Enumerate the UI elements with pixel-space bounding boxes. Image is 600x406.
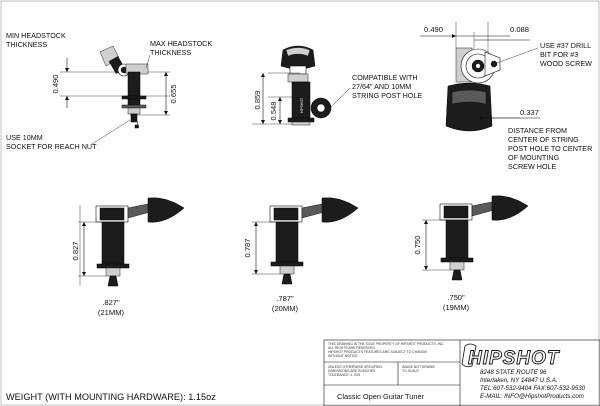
side-view-tuner (60, 45, 170, 129)
screw-distance-dim: 0.337 (520, 108, 539, 117)
part-name: Classic Open Guitar Tuner (337, 392, 425, 401)
post-view-2 (252, 197, 359, 285)
post-2-inch: .787" (276, 294, 294, 303)
legal-note: THIS DRAWING IS THE SOLE PROPERTY OF HIP… (328, 342, 445, 358)
front-view-tuner: HIPSHOT (252, 45, 332, 126)
post-2-mm: (20MM) (272, 304, 299, 313)
max-thickness-dim: 0.655 (169, 84, 178, 103)
front-logo-label: HIPSHOT (300, 98, 304, 113)
min-thickness-dim: 0.490 (51, 74, 60, 93)
post-2-dim: 0.787 (243, 238, 252, 257)
drill-note: USE #37 DRILL BIT FOR #3 WOOD SCREW (540, 41, 593, 68)
post-1-dim: 0.827 (71, 241, 80, 260)
company-address: 8248 STATE ROUTE 96 Interlaken, NY 14847… (480, 369, 587, 400)
post-3-mm: (19MM) (443, 303, 470, 312)
post-view-3 (422, 195, 529, 281)
front-height-1-dim: 0.859 (253, 90, 262, 109)
reach-nut-note: USE 10MM SOCKET FOR REACH NUT (6, 133, 97, 151)
distance-note: DISTANCE FROM CENTER OF STRING POST HOLE… (508, 126, 594, 171)
svg-text:HIPSHOT: HIPSHOT (468, 348, 560, 369)
weight-note: WEIGHT (WITH MOUNTING HARDWARE): 1.15oz (6, 392, 216, 402)
compatible-note: COMPATIBLE WITH 27/64" AND 10MM STRING P… (352, 73, 422, 100)
post-3-inch: .750" (447, 293, 465, 302)
post-view-1 (78, 197, 185, 287)
front-height-2-dim: 0.548 (269, 101, 278, 120)
scale-note: IMAGE NOT DRAWN TO SCALE (402, 365, 436, 373)
post-3-dim: 0.750 (413, 235, 422, 254)
title-block (323, 339, 600, 406)
top-screw-offset-dim: 0.088 (510, 25, 529, 34)
post-1-inch: .827" (102, 298, 120, 307)
top-view-tuner (445, 22, 520, 132)
max-headstock-note: MAX HEADSTOCK THICKNESS (150, 39, 214, 57)
hipshot-logo: HIPSHOT (461, 343, 560, 369)
min-headstock-note: MIN HEADSTOCK THICKNESS (6, 31, 68, 49)
tolerance-note: UNLESS OTHERWISE SPECIFIED: DIMENSIONS A… (328, 365, 384, 377)
top-width-dim: 0.490 (424, 25, 443, 34)
post-1-mm: (21MM) (98, 308, 125, 317)
